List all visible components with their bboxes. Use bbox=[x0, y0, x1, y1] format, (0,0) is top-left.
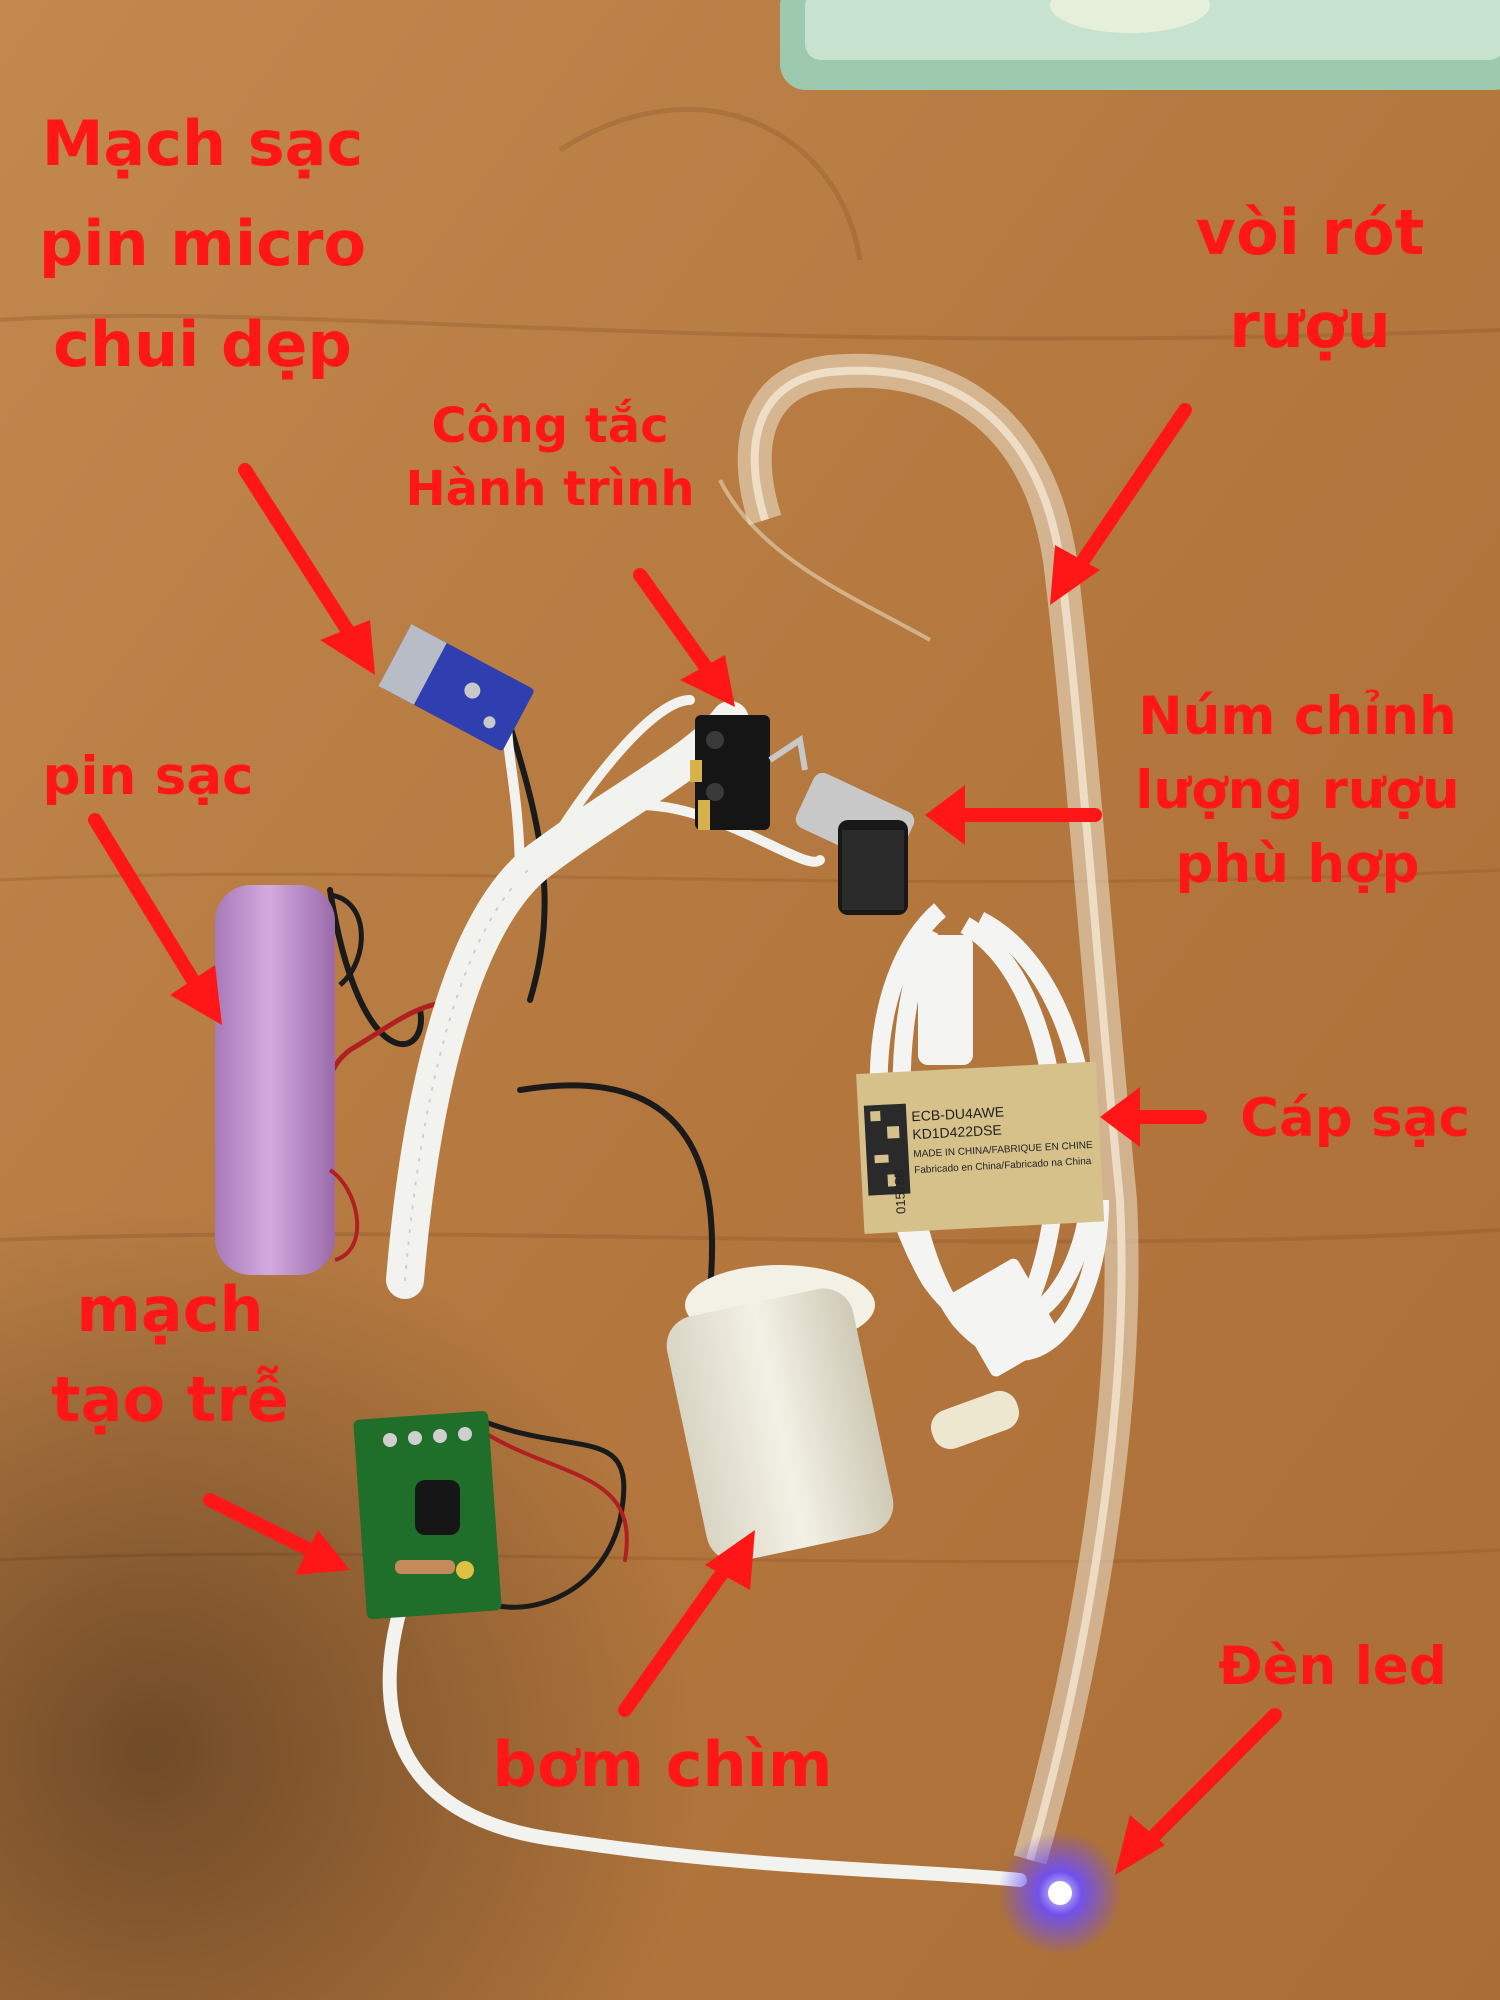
label-charger-board-line-1: Mạch sạc bbox=[41, 107, 364, 180]
label-delay-circuit-line-2: tạo trễ bbox=[51, 1362, 289, 1436]
submersible-pump bbox=[666, 1265, 1020, 1562]
label-volume-knob: Núm chỉnh lượng rượu phù hợp bbox=[1100, 680, 1495, 903]
label-pour-tube-line-2: rượu bbox=[1229, 289, 1391, 362]
label-delay-circuit: mạch tạo trễ bbox=[25, 1265, 315, 1445]
label-limit-switch: Công tắc Hành trình bbox=[380, 395, 720, 522]
label-led-text: Đèn led bbox=[1218, 1636, 1447, 1697]
label-delay-circuit-line-1: mạch bbox=[76, 1273, 264, 1346]
arrow-charge-cable bbox=[1100, 1087, 1207, 1147]
charger-board bbox=[378, 624, 534, 751]
label-pour-tube-line-1: vòi rót bbox=[1195, 196, 1425, 269]
label-volume-knob-line-3: phù hợp bbox=[1175, 834, 1420, 896]
led-bulb bbox=[1048, 1881, 1072, 1905]
label-volume-knob-line-1: Núm chỉnh bbox=[1138, 686, 1457, 747]
band-side-code: 01578B bbox=[891, 1169, 908, 1215]
annotation-arrows bbox=[88, 403, 1282, 1875]
arrow-volume-knob bbox=[925, 785, 1102, 845]
green-tray bbox=[780, 0, 1500, 90]
clear-tube bbox=[737, 353, 1139, 1865]
label-charger-board-line-2: pin micro bbox=[38, 207, 367, 281]
limit-switch bbox=[690, 715, 808, 830]
cable-band: ECB-DU4AWE KD1D422DSE MADE IN CHINA/FABR… bbox=[856, 1061, 1105, 1234]
label-charge-cable-text: Cáp sạc bbox=[1240, 1088, 1470, 1149]
label-led: Đèn led bbox=[1180, 1635, 1485, 1699]
battery bbox=[215, 885, 364, 1275]
label-pour-tube: vòi rót rượu bbox=[1140, 186, 1480, 372]
band-line-2: KD1D422DSE bbox=[912, 1122, 1002, 1143]
delay-pcb bbox=[353, 1410, 502, 1620]
label-volume-knob-line-2: lượng rượu bbox=[1135, 760, 1460, 822]
label-charge-cable: Cáp sạc bbox=[1215, 1087, 1495, 1151]
arrow-pour-tube bbox=[1050, 403, 1192, 605]
band-line-1: ECB-DU4AWE bbox=[911, 1103, 1005, 1124]
label-charger-board: Mạch sạc pin micro chui dẹp bbox=[0, 94, 405, 395]
label-pump-text: bơm chìm bbox=[492, 1728, 833, 1801]
label-battery: pin sạc bbox=[8, 745, 288, 809]
micro-usb-plug bbox=[918, 935, 973, 1065]
label-pump: bơm chìm bbox=[455, 1715, 870, 1815]
label-limit-switch-line-1: Công tắc bbox=[431, 398, 669, 454]
arrow-limit-switch bbox=[633, 568, 735, 707]
arrow-battery bbox=[88, 813, 222, 1025]
arrow-pump bbox=[618, 1530, 755, 1717]
arrow-delay-circuit bbox=[203, 1493, 350, 1575]
label-charger-board-line-3: chui dẹp bbox=[53, 307, 352, 381]
potentiometer bbox=[795, 772, 915, 915]
arrow-charger-board bbox=[238, 463, 375, 675]
usb-connector bbox=[948, 1258, 1061, 1377]
label-battery-text: pin sạc bbox=[42, 746, 254, 807]
arrow-led bbox=[1115, 1708, 1282, 1875]
label-limit-switch-line-2: Hành trình bbox=[405, 461, 695, 518]
